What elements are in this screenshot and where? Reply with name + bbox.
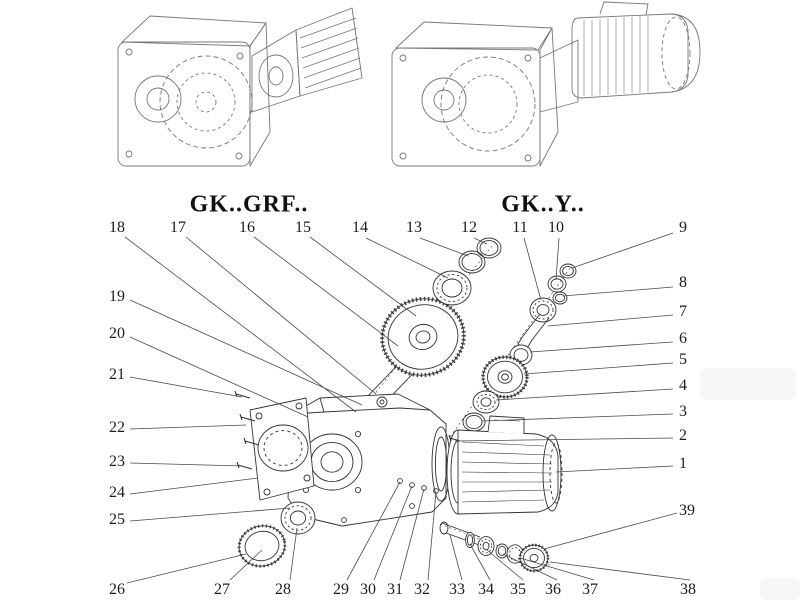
part-number-15: 15	[295, 219, 311, 236]
model-label-gk-grf: GK..GRF..	[189, 191, 309, 218]
part-number-36: 36	[545, 581, 561, 598]
part-number-4: 4	[679, 377, 687, 394]
output-shaft-assembly	[439, 521, 550, 573]
pinion-rings-and-bearing	[529, 263, 577, 323]
part-number-20: 20	[109, 325, 125, 342]
part-number-39: 39	[679, 502, 695, 519]
retaining-rings	[458, 237, 502, 274]
part-number-37: 37	[582, 581, 598, 598]
part-number-29: 29	[333, 581, 349, 598]
part-number-1: 1	[679, 455, 687, 472]
part-number-18: 18	[109, 219, 125, 236]
part-number-12: 12	[461, 219, 477, 236]
motor-bell-adapter	[539, 39, 579, 113]
part-number-8: 8	[679, 274, 687, 291]
assembled-view-gk-y	[391, 1, 701, 167]
part-number-32: 32	[414, 581, 430, 598]
part-number-5: 5	[679, 351, 687, 368]
part-number-38: 38	[680, 581, 696, 598]
part-number-16: 16	[239, 219, 255, 236]
part-number-9: 9	[679, 219, 687, 236]
leader-lines	[124, 232, 691, 584]
part-number-33: 33	[449, 581, 465, 598]
large-gear	[380, 296, 466, 378]
gearbox-housing	[287, 393, 451, 527]
part-number-35: 35	[510, 581, 526, 598]
flange-plate	[249, 397, 315, 501]
part-number-31: 31	[387, 581, 403, 598]
gear-5	[481, 355, 529, 399]
part-number-11: 11	[512, 219, 528, 236]
motor-exploded	[397, 415, 563, 515]
part-number-26: 26	[109, 581, 125, 598]
watermark	[700, 368, 800, 600]
bearing-14	[432, 270, 472, 306]
part-number-27: 27	[214, 581, 230, 598]
assembled-view-gk-grf	[117, 7, 363, 167]
part-number-21: 21	[109, 366, 125, 383]
part-number-34: 34	[478, 581, 494, 598]
part-number-6: 6	[679, 330, 687, 347]
part-number-10: 10	[548, 219, 564, 236]
part-number-3: 3	[679, 403, 687, 420]
part-number-23: 23	[109, 453, 125, 470]
part-number-2: 2	[679, 427, 687, 444]
exploded-view	[234, 237, 577, 573]
part-number-19: 19	[109, 288, 125, 305]
part-number-22: 22	[109, 419, 125, 436]
part-number-14: 14	[352, 219, 368, 236]
part-number-13: 13	[406, 219, 422, 236]
electric-motor	[571, 1, 701, 99]
part-number-7: 7	[679, 303, 687, 320]
part-number-28: 28	[275, 581, 291, 598]
part-number-30: 30	[360, 581, 376, 598]
part-number-24: 24	[109, 484, 125, 501]
part-number-25: 25	[109, 511, 125, 528]
washer-and-ring	[462, 390, 500, 432]
model-label-gk-y: GK..Y..	[501, 191, 585, 218]
shim-ring-and-bearing	[237, 501, 316, 568]
mounting-screws	[234, 390, 260, 470]
part-number-17: 17	[170, 219, 186, 236]
